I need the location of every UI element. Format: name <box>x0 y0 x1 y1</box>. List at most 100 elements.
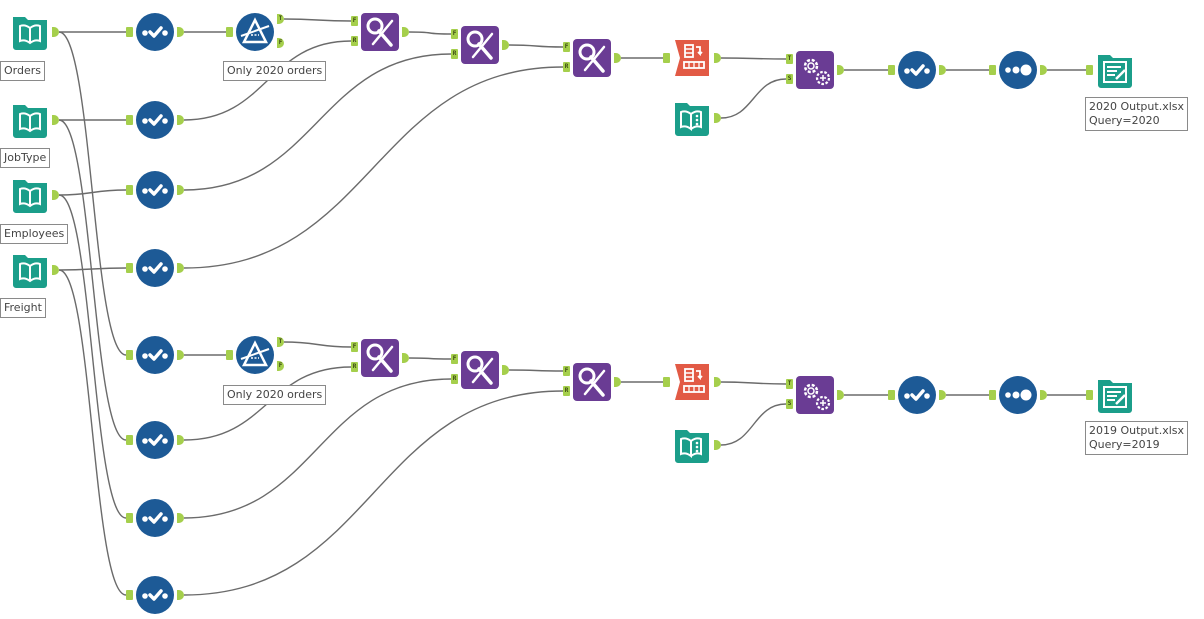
connection-wire[interactable] <box>508 44 564 48</box>
output-anchor[interactable] <box>614 377 621 387</box>
output-anchor[interactable] <box>52 27 59 37</box>
input-data-tool[interactable] <box>10 250 50 290</box>
select-tool[interactable] <box>135 498 175 538</box>
connection-wire[interactable] <box>58 194 127 519</box>
input-anchor[interactable] <box>126 27 133 37</box>
input-anchor[interactable] <box>989 390 996 400</box>
output-anchor[interactable] <box>714 377 721 387</box>
false-output-anchor[interactable]: F <box>277 38 284 48</box>
connection-wire[interactable] <box>58 267 127 271</box>
right-input-anchor[interactable]: R <box>351 36 358 46</box>
output-anchor[interactable] <box>177 590 184 600</box>
output-anchor[interactable] <box>52 265 59 275</box>
output-anchor[interactable] <box>177 350 184 360</box>
output-anchor[interactable] <box>177 513 184 523</box>
input-data-tool[interactable] <box>10 175 50 215</box>
output-anchor[interactable] <box>177 115 184 125</box>
output-anchor[interactable] <box>402 27 409 37</box>
control-input-anchor[interactable]: T <box>786 379 793 389</box>
output-anchor[interactable] <box>837 65 844 75</box>
right-input-anchor[interactable]: R <box>451 374 458 384</box>
join-tool[interactable] <box>360 338 400 378</box>
right-input-anchor[interactable]: R <box>563 62 570 72</box>
transpose-tool[interactable] <box>672 362 712 402</box>
input-anchor[interactable] <box>126 435 133 445</box>
connection-wire[interactable] <box>58 31 127 356</box>
input-anchor[interactable] <box>126 263 133 273</box>
connection-wire[interactable] <box>283 341 352 348</box>
right-input-anchor[interactable]: R <box>451 49 458 59</box>
left-input-anchor[interactable]: F <box>451 354 458 364</box>
output-anchor[interactable] <box>1040 390 1047 400</box>
connection-wire[interactable] <box>283 18 352 22</box>
control-input-anchor[interactable]: T <box>786 54 793 64</box>
right-input-anchor[interactable]: R <box>563 386 570 396</box>
select-tool[interactable] <box>135 100 175 140</box>
select-tool[interactable] <box>135 575 175 615</box>
connection-wire[interactable] <box>720 403 787 446</box>
connection-wire[interactable] <box>183 66 564 269</box>
input-anchor[interactable] <box>126 350 133 360</box>
connection-wire[interactable] <box>408 357 452 360</box>
output-anchor[interactable] <box>714 440 721 450</box>
filter-tool[interactable] <box>235 12 275 52</box>
input-anchor[interactable] <box>888 65 895 75</box>
input-anchor[interactable] <box>126 185 133 195</box>
join-tool[interactable] <box>572 38 612 78</box>
select-tool[interactable] <box>135 12 175 52</box>
data-input-anchor[interactable]: S <box>786 74 793 84</box>
output-anchor[interactable] <box>402 353 409 363</box>
left-input-anchor[interactable]: F <box>563 42 570 52</box>
connection-wire[interactable] <box>58 189 127 196</box>
output-anchor[interactable] <box>939 390 946 400</box>
data-input-anchor[interactable]: S <box>786 399 793 409</box>
join-tool[interactable] <box>460 25 500 65</box>
join-tool[interactable] <box>572 362 612 402</box>
batch-macro-tool[interactable] <box>795 50 835 90</box>
true-output-anchor[interactable]: T <box>277 337 284 347</box>
output-anchor[interactable] <box>614 53 621 63</box>
connection-wire[interactable] <box>720 381 787 385</box>
select-tool[interactable] <box>135 420 175 460</box>
output-anchor[interactable] <box>177 435 184 445</box>
input-anchor[interactable] <box>226 350 233 360</box>
input-anchor[interactable] <box>226 27 233 37</box>
left-input-anchor[interactable]: F <box>563 366 570 376</box>
output-anchor[interactable] <box>52 190 59 200</box>
output-anchor[interactable] <box>177 263 184 273</box>
connection-wire[interactable] <box>408 31 452 35</box>
input-anchor[interactable] <box>663 53 670 63</box>
input-anchor[interactable] <box>888 390 895 400</box>
output-data-tool[interactable] <box>1095 50 1135 90</box>
text-input-tool[interactable] <box>672 98 712 138</box>
input-anchor[interactable] <box>1086 65 1093 75</box>
left-input-anchor[interactable]: F <box>451 29 458 39</box>
false-output-anchor[interactable]: F <box>277 361 284 371</box>
right-input-anchor[interactable]: R <box>351 362 358 372</box>
output-anchor[interactable] <box>714 53 721 63</box>
select-tool[interactable] <box>897 50 937 90</box>
text-input-tool[interactable] <box>672 425 712 465</box>
output-data-tool[interactable] <box>1095 375 1135 415</box>
join-tool[interactable] <box>460 350 500 390</box>
output-anchor[interactable] <box>52 115 59 125</box>
left-input-anchor[interactable]: F <box>351 16 358 26</box>
select-tool[interactable] <box>135 170 175 210</box>
output-anchor[interactable] <box>502 365 509 375</box>
input-anchor[interactable] <box>663 377 670 387</box>
output-anchor[interactable] <box>714 113 721 123</box>
input-anchor[interactable] <box>126 590 133 600</box>
output-anchor[interactable] <box>1040 65 1047 75</box>
input-data-tool[interactable] <box>10 12 50 52</box>
sort-tool[interactable] <box>998 375 1038 415</box>
connection-wire[interactable] <box>720 78 787 119</box>
input-data-tool[interactable] <box>10 100 50 140</box>
input-anchor[interactable] <box>126 115 133 125</box>
filter-tool[interactable] <box>235 335 275 375</box>
select-tool[interactable] <box>135 335 175 375</box>
output-anchor[interactable] <box>177 185 184 195</box>
transpose-tool[interactable] <box>672 38 712 78</box>
output-anchor[interactable] <box>177 27 184 37</box>
select-tool[interactable] <box>135 248 175 288</box>
